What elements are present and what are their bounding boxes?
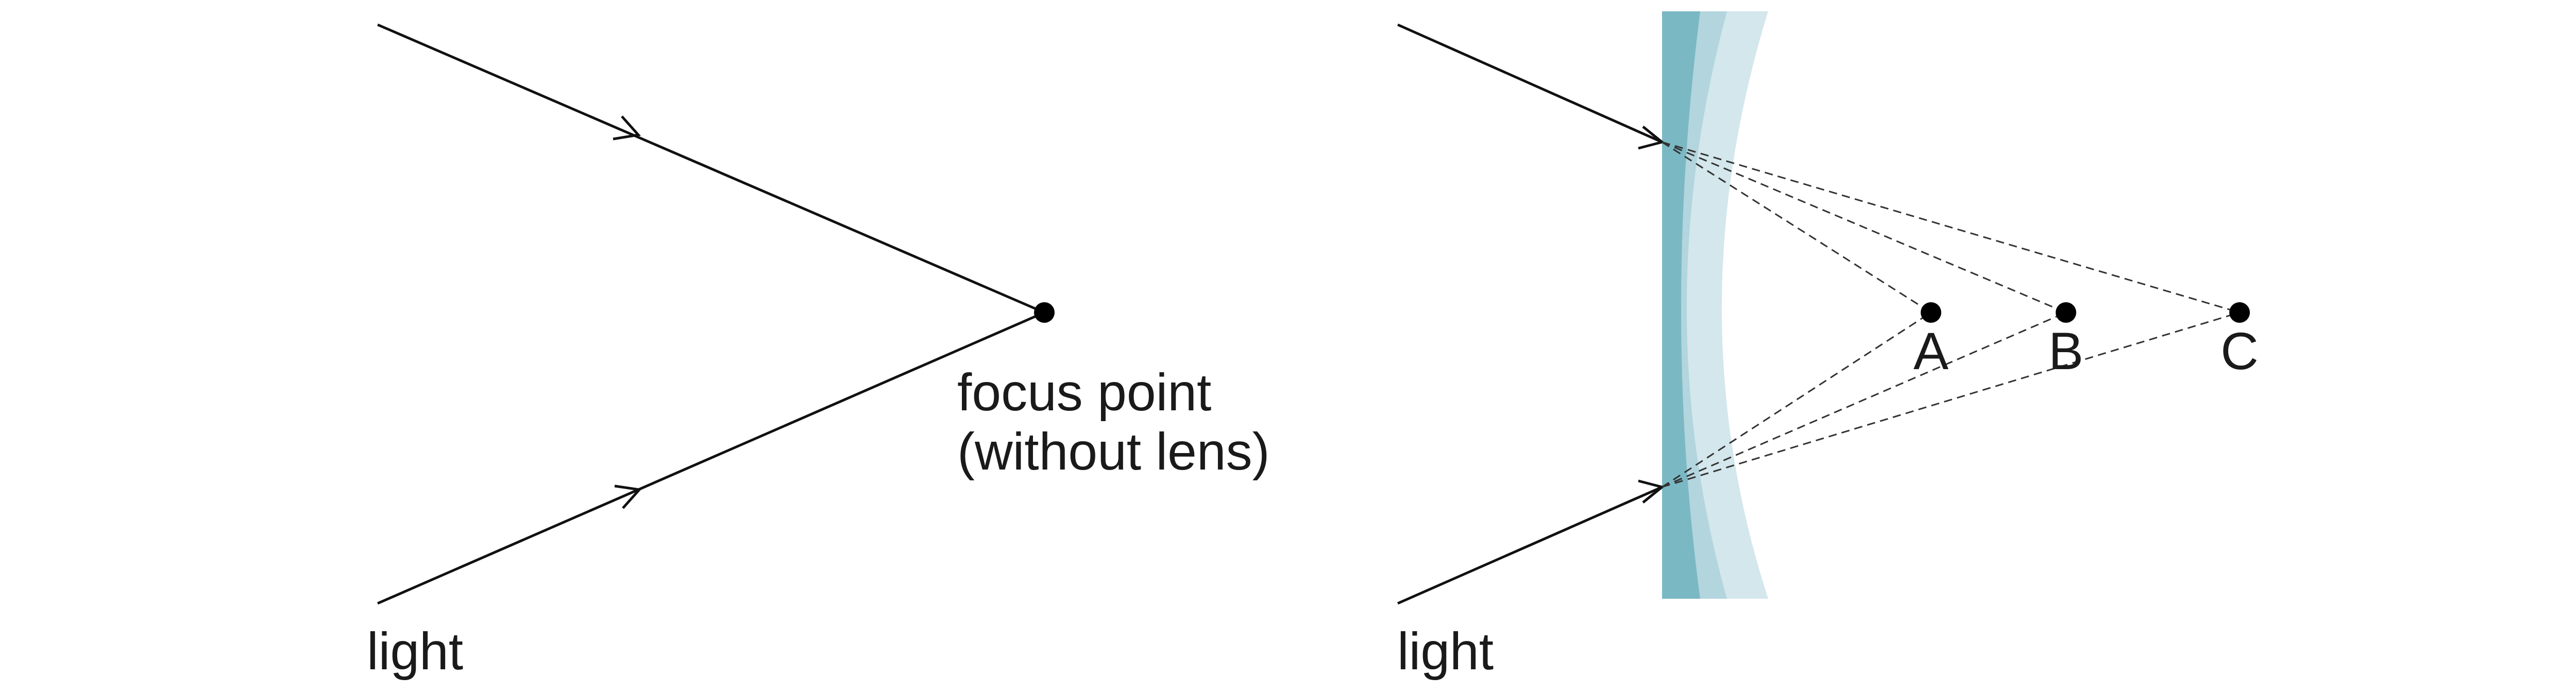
focus-point-label-line1: focus point	[957, 363, 1211, 422]
left-lower-arrow-icon	[614, 484, 642, 509]
left-upper-ray	[377, 23, 1045, 314]
focus-point-label-line2: (without lens)	[957, 422, 1270, 481]
point-c-dot	[2229, 302, 2250, 323]
left-panel: focus point (without lens) light	[367, 23, 1270, 681]
point-b-dot	[2056, 302, 2076, 323]
right-light-label: light	[1397, 622, 1494, 681]
dash-upper-to-b	[1662, 141, 2066, 314]
point-a-dot	[1921, 302, 1941, 323]
right-upper-ray	[1397, 23, 1663, 144]
left-light-label: light	[367, 622, 463, 681]
dash-lower-to-b	[1662, 311, 2066, 488]
point-c-label: C	[2221, 322, 2259, 380]
dash-lower-to-c	[1662, 311, 2240, 488]
concave-lens	[1662, 11, 1768, 599]
lens-front-edge	[1662, 11, 1700, 599]
point-a-label: A	[1913, 322, 1948, 380]
right-panel: A B C light	[1397, 11, 2259, 681]
left-upper-arrow-icon	[613, 115, 641, 141]
point-b-label: B	[2048, 322, 2083, 380]
dash-upper-to-c	[1662, 141, 2240, 314]
dashed-paths	[1662, 141, 2240, 488]
focus-point-dot	[1034, 302, 1055, 323]
right-lower-ray	[1397, 485, 1663, 605]
left-lower-ray	[377, 311, 1045, 605]
